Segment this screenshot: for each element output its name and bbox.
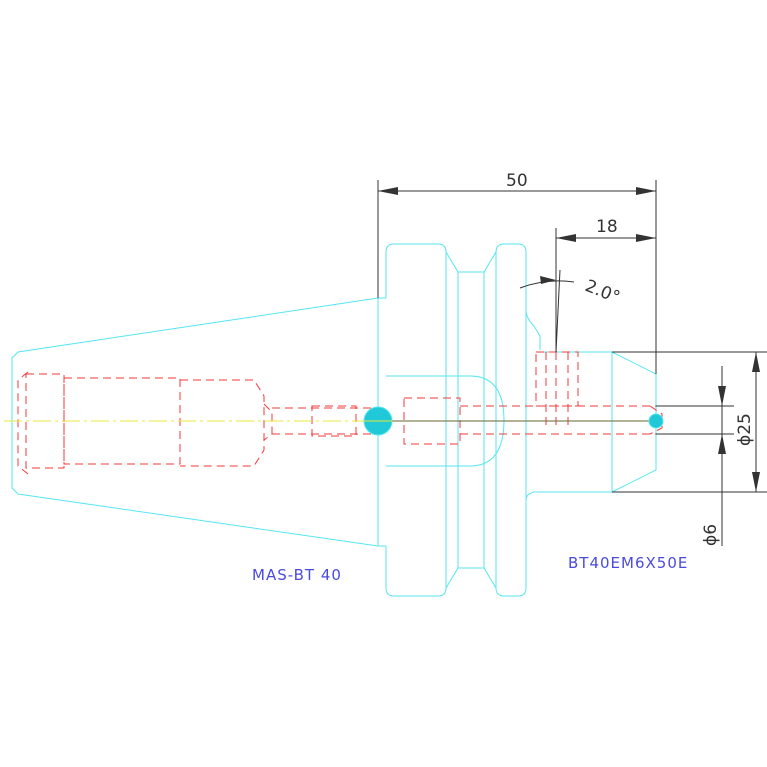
bore-diameter-label: ϕ6	[701, 524, 721, 546]
part-number-label: BT40EM6X50E	[568, 554, 688, 572]
center-marks	[363, 406, 664, 436]
taper-shank-outline	[11, 297, 386, 547]
hidden-bore-lines	[17, 351, 663, 475]
dimension-bore-diameter: ϕ6	[656, 366, 734, 546]
dimension-angle: 2.0°	[519, 269, 623, 353]
shank-label: MAS-BT 40	[252, 566, 342, 584]
nose-outline	[540, 351, 657, 493]
dimension-outer-diameter: ϕ25	[612, 351, 767, 493]
angle-label: 2.0°	[582, 276, 622, 308]
overall-length-label: 50	[506, 171, 528, 191]
dimension-overall-length: 50	[377, 171, 657, 374]
tip-length-label: 18	[596, 217, 618, 237]
flange-body-outline	[378, 243, 541, 597]
dimension-tip-length: 18	[555, 217, 656, 352]
outer-diameter-label: ϕ25	[735, 413, 755, 446]
